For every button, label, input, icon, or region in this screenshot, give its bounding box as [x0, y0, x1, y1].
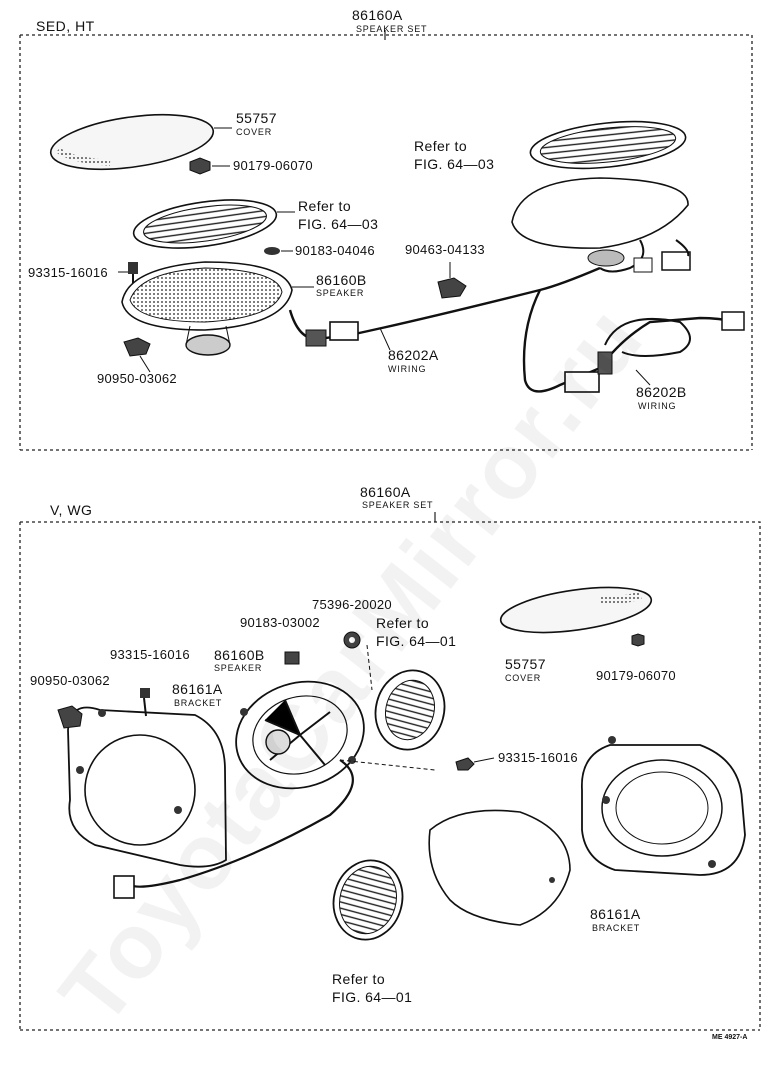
nut-part-bottom: 90950-03062 — [30, 673, 110, 688]
clip-part-top: 90183-04046 — [295, 243, 375, 258]
wiring-86202A — [288, 266, 601, 351]
baffle-plate — [428, 809, 571, 926]
refer-top-left-b: FIG. 64—03 — [298, 216, 379, 232]
screw-93315-bottom-left — [140, 688, 150, 717]
clip-90183-bottom — [284, 651, 300, 665]
wiring-a-part: 86202A — [388, 347, 439, 363]
grille-round-lower — [332, 859, 404, 941]
cover-bottom — [499, 586, 653, 634]
nut-90179-top — [189, 157, 230, 175]
speaker-top-left — [121, 261, 314, 356]
screw-93315-bottom-right — [455, 757, 495, 771]
cover-name-top: COVER — [236, 127, 273, 137]
refer-bottom2-a: Refer to — [332, 971, 385, 987]
bracket-name-right: BRACKET — [592, 923, 641, 933]
screw-part-bottom: 93315-16016 — [110, 647, 190, 662]
grille-top-left — [132, 199, 295, 249]
clamp-part-top: 90463-04133 — [405, 242, 485, 257]
grommet-part: 75396-20020 — [312, 597, 392, 612]
speaker-part-bottom: 86160B — [214, 647, 265, 663]
set-part-bottom: 86160A — [360, 484, 411, 500]
refer-top-right-a: Refer to — [414, 138, 467, 154]
refer-bottom2-b: FIG. 64—01 — [332, 989, 413, 1005]
set-part-top: 86160A — [352, 7, 403, 23]
wiring-b-name: WIRING — [638, 401, 677, 411]
bracket-name-left: BRACKET — [174, 698, 223, 708]
speaker-name-top: SPEAKER — [316, 288, 365, 298]
refer-bottom-b: FIG. 64—01 — [376, 633, 457, 649]
speaker-part-top: 86160B — [316, 272, 367, 288]
dashed-leader-1 — [339, 644, 436, 771]
nut-90179-bottom — [631, 633, 645, 647]
cover-part-bottom: 55757 — [505, 656, 546, 672]
bracket-part-left: 86161A — [172, 681, 223, 697]
refer-top-left-a: Refer to — [298, 198, 351, 214]
grommet-75396 — [343, 631, 361, 649]
clip-90950-top — [123, 337, 151, 373]
clip-part-bottom: 90183-03002 — [240, 615, 320, 630]
wiring-a-name: WIRING — [388, 364, 427, 374]
grille-top-right — [529, 120, 687, 170]
refer-bottom-a: Refer to — [376, 615, 429, 631]
drawing-code: ME 4927-A — [712, 1034, 748, 1041]
cover-part-top: 55757 — [236, 110, 277, 126]
grille-round-upper — [374, 669, 446, 751]
bracket-part-right: 86161A — [590, 906, 641, 922]
clip-90950-bottom — [57, 705, 83, 729]
clamp-90463 — [437, 262, 467, 299]
set-name-bottom: SPEAKER SET — [362, 500, 434, 510]
variant-label-bottom: V, WG — [50, 502, 93, 518]
screw-part-top: 93315-16016 — [28, 265, 108, 280]
cover-top — [49, 113, 232, 171]
nut-part-top: 90179-06070 — [233, 158, 313, 173]
bracket-bottom-right — [581, 736, 746, 876]
cover-name-bottom: COVER — [505, 673, 542, 683]
bracket-bottom-left — [67, 706, 227, 868]
wiring-b-part: 86202B — [636, 384, 687, 400]
section-bottom-frame — [19, 512, 761, 1031]
speaker-bottom — [235, 680, 365, 790]
variant-label-top: SED, HT — [36, 18, 95, 34]
set-name-top: SPEAKER SET — [356, 24, 428, 34]
screw2-part-bottom: 93315-16016 — [498, 750, 578, 765]
section-top-frame — [19, 30, 753, 451]
speaker-top-right — [511, 177, 691, 273]
refer-top-right-b: FIG. 64—03 — [414, 156, 495, 172]
wiring-86202B — [522, 289, 745, 393]
nut2-part-bottom: 90179-06070 — [596, 668, 676, 683]
wire-bottom — [113, 759, 354, 899]
speaker-name-bottom: SPEAKER — [214, 663, 263, 673]
nut2-part-top: 90950-03062 — [97, 371, 177, 386]
clip-90183-top — [264, 247, 293, 255]
